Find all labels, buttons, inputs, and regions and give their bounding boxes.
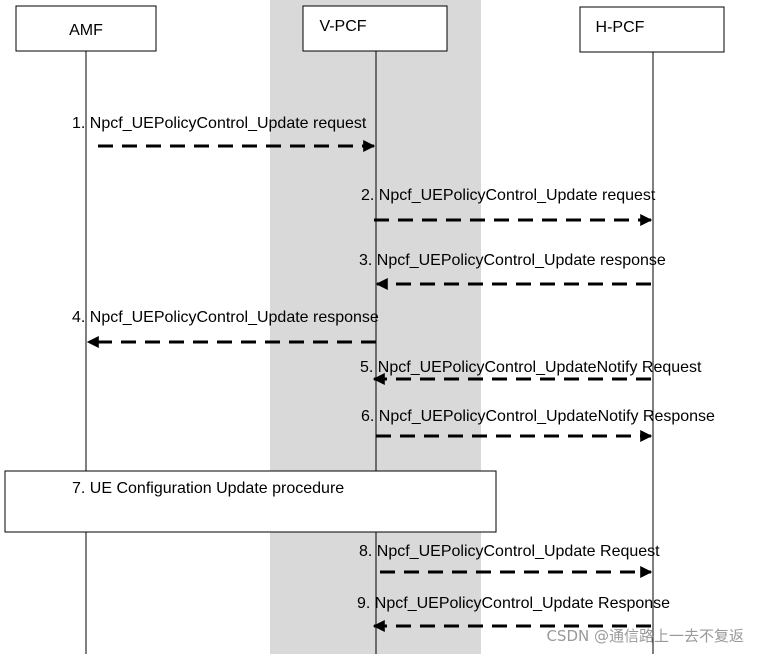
message-8: 8. Npcf_UEPolicyControl_Update Request bbox=[359, 543, 660, 578]
message-6: 6. Npcf_UEPolicyControl_UpdateNotify Res… bbox=[361, 408, 715, 442]
message-4-label: 4. Npcf_UEPolicyControl_Update response bbox=[72, 309, 379, 326]
hpcf-label: H-PCF bbox=[596, 19, 645, 36]
hpcf-entity: H-PCF bbox=[579, 6, 725, 53]
watermark: CSDN @通信路上一去不复返 bbox=[546, 627, 744, 645]
message-9-label: 9. Npcf_UEPolicyControl_Update Response bbox=[357, 595, 670, 612]
message-5: 5. Npcf_UEPolicyControl_UpdateNotify Req… bbox=[360, 359, 702, 385]
vpcf-label: V-PCF bbox=[319, 18, 366, 35]
message-8-label: 8. Npcf_UEPolicyControl_Update Request bbox=[359, 543, 660, 560]
vpcf-entity: V-PCF bbox=[302, 5, 448, 52]
message-1: 1. Npcf_UEPolicyControl_Update request bbox=[72, 115, 376, 152]
message-5-label: 5. Npcf_UEPolicyControl_UpdateNotify Req… bbox=[360, 359, 702, 376]
message-1-label: 1. Npcf_UEPolicyControl_Update request bbox=[72, 115, 367, 132]
message-2: 2. Npcf_UEPolicyControl_Update request bbox=[361, 187, 656, 226]
message-3-label: 3. Npcf_UEPolicyControl_Update response bbox=[359, 252, 666, 269]
amf-entity: AMF bbox=[15, 5, 157, 52]
amf-label: AMF bbox=[69, 22, 103, 39]
message-3: 3. Npcf_UEPolicyControl_Update response bbox=[359, 252, 666, 290]
message-9: 9. Npcf_UEPolicyControl_Update Response bbox=[357, 595, 670, 632]
message-6-label: 6. Npcf_UEPolicyControl_UpdateNotify Res… bbox=[361, 408, 715, 425]
message-4: 4. Npcf_UEPolicyControl_Update response bbox=[72, 309, 379, 348]
procedure-label: 7. UE Configuration Update procedure bbox=[72, 480, 344, 497]
procedure-box: 7. UE Configuration Update procedure bbox=[4, 470, 497, 533]
message-2-label: 2. Npcf_UEPolicyControl_Update request bbox=[361, 187, 656, 204]
